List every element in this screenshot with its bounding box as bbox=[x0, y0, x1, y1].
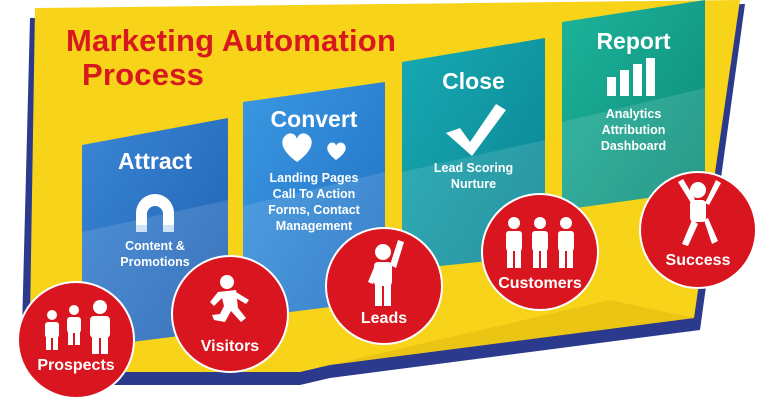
stage-label-prospects: Prospects bbox=[37, 357, 115, 374]
checkmark-icon bbox=[446, 104, 506, 156]
group-people-icon bbox=[45, 300, 110, 354]
stage-label-leads: Leads bbox=[360, 310, 408, 327]
stage-circle-prospects bbox=[17, 281, 135, 399]
panel-report-line: Analytics bbox=[605, 107, 662, 121]
panel-convert-heading: Convert bbox=[270, 106, 358, 132]
panel-close-heading: Close bbox=[442, 68, 505, 94]
panel-close-line: Nurture bbox=[450, 177, 497, 191]
stage-circle-customers bbox=[481, 193, 599, 311]
stage-circle-visitors bbox=[171, 255, 289, 373]
stage-circle-leads bbox=[325, 227, 443, 345]
bar-chart-icon bbox=[607, 58, 655, 96]
diagram-title-line2: Process bbox=[82, 57, 205, 92]
stage-label-customers: Customers bbox=[498, 275, 582, 292]
magnet-icon bbox=[136, 194, 174, 232]
panel-convert-line: Call To Action bbox=[272, 187, 356, 201]
stage-label-success: Success bbox=[665, 252, 731, 269]
panel-convert-line: Forms, Contact bbox=[268, 203, 360, 217]
panel-attract-line: Content & bbox=[125, 239, 185, 253]
panel-report-line: Dashboard bbox=[600, 139, 667, 153]
panel-convert-line: Landing Pages bbox=[269, 171, 359, 185]
diagram-title-line1: Marketing Automation bbox=[66, 23, 397, 58]
running-person-icon bbox=[210, 275, 249, 322]
raised-hand-person-icon bbox=[368, 240, 404, 306]
panel-report-heading: Report bbox=[596, 28, 671, 54]
panel-report-line: Attribution bbox=[601, 123, 666, 137]
panel-attract-heading: Attract bbox=[117, 148, 193, 174]
hearts-icon bbox=[282, 133, 346, 162]
celebrating-person-icon bbox=[678, 179, 721, 246]
panel-close-line: Lead Scoring bbox=[433, 161, 514, 175]
panel-attract-line: Promotions bbox=[120, 255, 190, 269]
panel-convert-line: Management bbox=[275, 219, 353, 233]
stage-label-visitors: Visitors bbox=[200, 338, 260, 355]
three-people-icon bbox=[506, 217, 574, 268]
stage-circle-success bbox=[639, 171, 757, 289]
